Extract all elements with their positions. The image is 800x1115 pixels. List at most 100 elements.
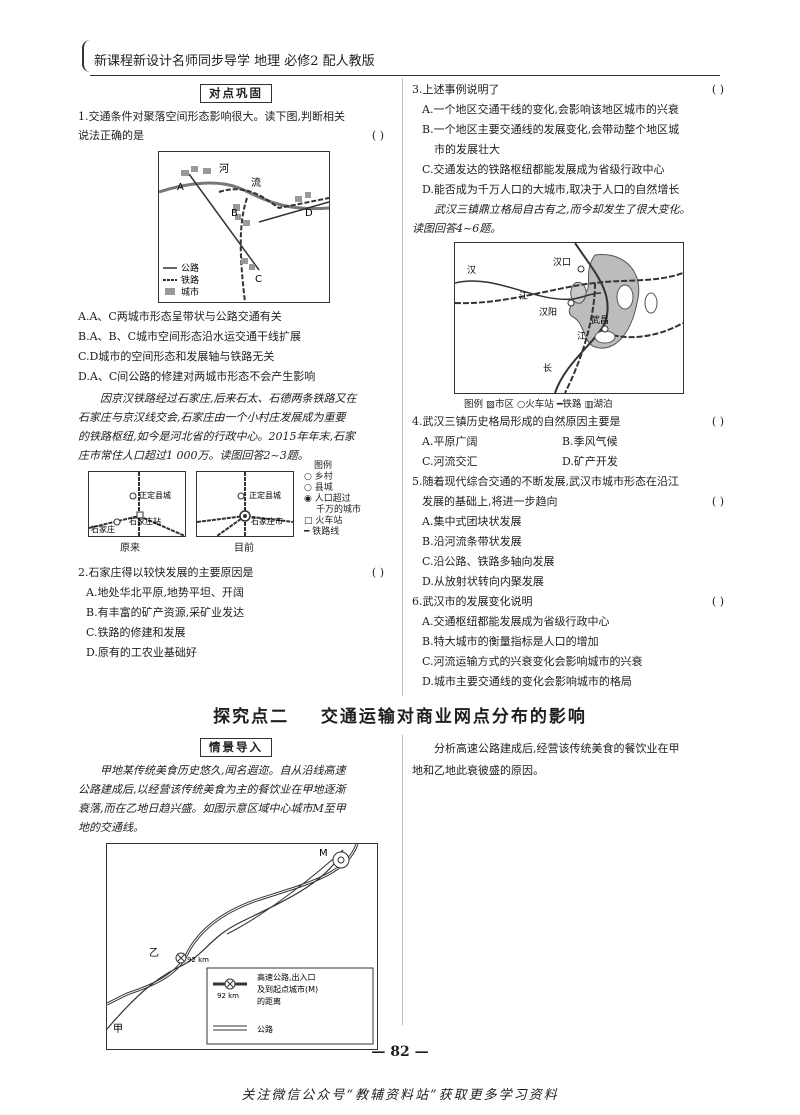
legend2-station: □ 火车站 [304,516,343,526]
q6-answer-paren[interactable]: ( ) [711,595,724,608]
passage-wuhan-line2: 读图回答4~6题。 [412,222,502,235]
q6-option-b[interactable]: B.特大城市的衡量指标是人口的增加 [422,635,599,648]
q4-option-c[interactable]: C.河流交汇 [422,455,478,468]
q3-stem-row: 3.上述事例说明了 ( ) [412,80,724,100]
passage2-line4: 庄市常住人口超过1 000万。读图回答2~3题。 [78,449,309,462]
legend-city: 城市 [181,286,199,298]
column-divider-2 [402,735,403,1025]
q2-option-b[interactable]: B.有丰富的矿产资源,采矿业发达 [86,606,245,619]
q1-option-d[interactable]: D.A、C间公路的修建对两城市形态不会产生影响 [78,370,316,383]
q1-stem-line2-row: 说法正确的是 ( ) [78,126,394,145]
s2-passage-line2: 公路建成后,以经营该传统美食为主的餐饮业在甲地逐渐 [78,783,346,796]
station-icon: □ [304,516,316,526]
label-hankou: 汉口 [553,257,571,268]
s2-legend-box [206,967,374,1045]
q1-options: A.A、C两城市形态呈带状与公路交通有关 B.A、B、C城市空间形态沿水运交通干… [78,307,394,387]
city-blocks [181,166,311,270]
q3-stem: 3.上述事例说明了 [412,83,500,96]
q1-answer-paren[interactable]: ( ) [371,129,384,142]
map-label-river1: 河 [219,163,229,175]
q2-option-a[interactable]: A.地处华北平原,地势平坦、开阔 [86,586,244,599]
passage2-line3: 的铁路枢纽,如今是河北省的行政中心。2015年年末,石家 [78,430,355,443]
q4-option-d[interactable]: D.矿产开发 [562,455,618,468]
q1-stem-line2: 说法正确的是 [78,129,144,142]
label-sjz-old: 石家庄 [91,524,115,534]
q6-option-c[interactable]: C.河流运输方式的兴衰变化会影响城市的兴衰 [422,655,643,668]
passage-shijiazhuang: 因京汉铁路经过石家庄,后来石太、石德两条铁路又在 石家庄与京汉线交会,石家庄由一… [78,389,394,465]
q5-option-d[interactable]: D.从放射状转向内聚发展 [422,575,544,588]
section2-heading: 探究点二 交通运输对商业网点分布的影响 [213,707,587,727]
county-icon: ○ [304,483,315,493]
q5-options: A.集中式团块状发展 B.沿河流条带状发展 C.沿公路、铁路多轴向发展 D.从放… [412,512,724,592]
q2-answer-paren[interactable]: ( ) [371,566,384,579]
q2-option-d[interactable]: D.原有的工农业基础好 [86,646,197,659]
label-jiang2: 江 [577,331,586,342]
q2-maps: 正定县城 石家庄站 石家庄 原来 正定县城 石家庄市 目前 图例 ○ 乡村 ○ … [78,461,394,559]
section-tag-practice: 对点巩固 [200,84,272,103]
left-column: 对点巩固 1.交通条件对聚落空间形态影响很大。读下图,判断相关 说法正确的是 (… [78,78,394,663]
expressway-map: M 乙 92 km 甲 92 km 高速公路,出入口 及到起点城市(M) 的距离… [106,843,378,1050]
q3-option-d[interactable]: D.能否成为千万人口的大城市,取决于人口的自然增长 [422,183,680,196]
q1-option-b[interactable]: B.A、B、C城市空间形态沿水运交通干线扩展 [78,330,302,343]
q5-stem-line2-row: 发展的基础上,将进一步趋向 ( ) [412,492,724,512]
lakes [594,284,658,344]
q4-stem: 4.武汉三镇历史格局形成的自然原因主要是 [412,415,621,428]
label-station-old: 石家庄站 [129,516,161,526]
q3-option-a[interactable]: A.一个地区交通干线的变化,会影响该地区城市的兴衰 [422,103,679,116]
bigcity-icon: ◉ [304,494,315,504]
q1-stem-line1: 1.交通条件对聚落空间形态影响很大。读下图,判断相关 [78,110,345,123]
q4-option-b[interactable]: B.季风气候 [562,435,618,448]
q5-stem-line2: 发展的基础上,将进一步趋向 [422,495,558,508]
road-d [258,201,329,223]
q4-option-a[interactable]: A.平原广阔 [422,435,478,448]
q6-options: A.交通枢纽都能发展成为省级行政中心 B.特大城市的衡量指标是人口的增加 C.河… [412,612,724,692]
s2-passage-line3: 衰落,而在乙地日趋兴盛。如图示意区域中心城市M至甲 [78,802,346,815]
q2-stem: 2.石家庄得以较快发展的主要原因是 [78,566,254,579]
q1-option-a[interactable]: A.A、C两城市形态呈带状与公路交通有关 [78,310,282,323]
q3-answer-paren[interactable]: ( ) [711,83,724,96]
q4-options: A.平原广阔 B.季风气候 C.河流交汇 D.矿产开发 [412,432,724,472]
legend2-bigcity: ◉ 人口超过 [304,494,351,504]
label-jia: 甲 [113,1024,123,1035]
passage2-line1: 因京汉铁路经过石家庄,后来石太、石德两条铁路又在 [100,392,357,405]
railway-line-2 [564,282,596,393]
river-path [159,181,329,211]
q5-option-b[interactable]: B.沿河流条带状发展 [422,535,522,548]
q4-answer-paren[interactable]: ( ) [711,415,724,428]
legend-expressway-1: 高速公路,出入口 [257,972,316,982]
map-label-b: B [231,208,238,219]
legend-highway: 公路 [181,262,199,274]
s2-passage-line1: 甲地某传统美食历史悠久,闻名遐迩。自从沿线高速 [100,764,346,777]
label-jiang1: 江 [519,291,528,302]
q5-option-c[interactable]: C.沿公路、铁路多轴向发展 [422,555,555,568]
label-chang: 长 [543,362,552,374]
q2-option-c[interactable]: C.铁路的修建和发展 [86,626,186,639]
map-label-river2: 流 [251,176,261,189]
map-original: 正定县城 石家庄站 石家庄 [88,471,186,537]
section2-passage: 甲地某传统美食历史悠久,闻名遐迩。自从沿线高速 公路建成后,以经营该传统美食为主… [78,761,394,837]
q5-option-a[interactable]: A.集中式团块状发展 [422,515,522,528]
section2-question: 分析高速公路建成后,经营该传统美食的餐饮业在甲 地和乙地此衰彼盛的原因。 [412,738,724,782]
map-current: 正定县城 石家庄市 [196,471,294,537]
q3-option-c[interactable]: C.交通发达的铁路枢纽都能发展成为省级行政中心 [422,163,665,176]
page-dash-left: — [371,1044,391,1060]
label-zhengding-now: 正定县城 [249,490,281,500]
q6-option-a[interactable]: A.交通枢纽都能发展成为省级行政中心 [422,615,610,628]
q5-answer-paren[interactable]: ( ) [711,495,724,508]
q3-option-b[interactable]: B.一个地区主要交通线的发展变化,会带动整个地区城 [422,123,680,136]
s2-question-line1: 分析高速公路建成后,经营该传统美食的餐饮业在甲 [434,742,680,755]
legend-expressway-2: 及到起点城市(M) [257,984,318,994]
legend2-title: 图例 [314,461,333,471]
label-92km: 92 km [187,956,209,964]
q6-stem-row: 6.武汉市的发展变化说明 ( ) [412,592,724,612]
village-icon: ○ [304,472,315,482]
railway-main [218,188,329,210]
q3-options: A.一个地区交通干线的变化,会影响该地区城市的兴衰 B.一个地区主要交通线的发展… [412,100,724,200]
footer-page: — 82 — [0,1044,800,1060]
old-road [107,849,344,1030]
q1-option-c[interactable]: C.D城市的空间形态和发展轴与铁路无关 [78,350,275,363]
label-zhengding-old: 正定县城 [139,490,171,500]
s2-passage-line4: 地的交通线。 [78,821,144,834]
q6-option-d[interactable]: D.城市主要交通线的变化会影响城市的格局 [422,675,632,688]
caption-original: 原来 [120,543,140,554]
